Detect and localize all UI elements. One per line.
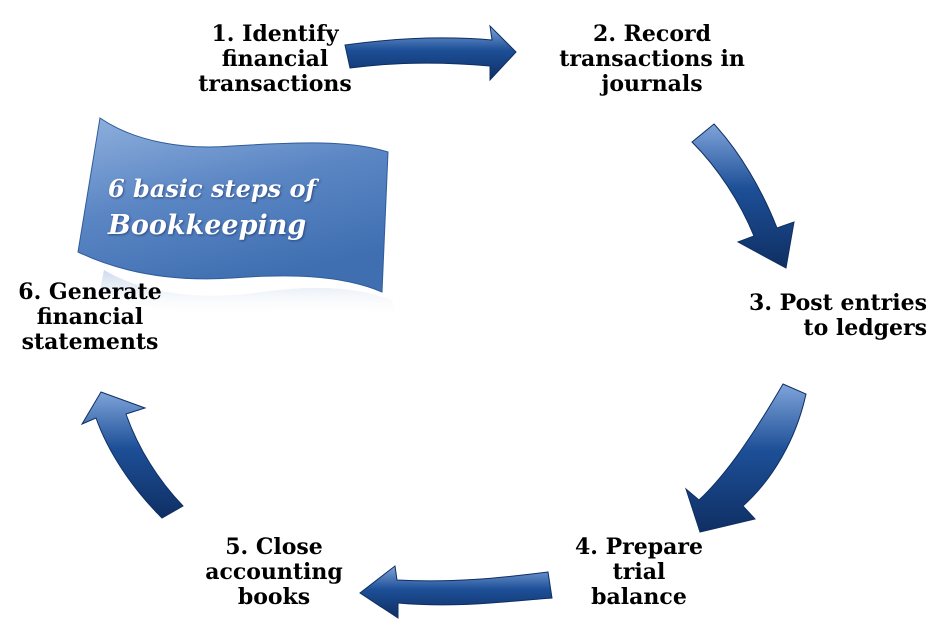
step-6-label: 6. Generate financial statements — [4, 280, 176, 355]
arrow-5-to-6 — [80, 391, 184, 519]
step-5-line-1: 5. Close — [225, 534, 323, 560]
step-3-line-2: to ledgers — [803, 315, 927, 341]
arrow-3-to-4 — [684, 383, 807, 533]
step-1-line-3: transactions — [198, 71, 352, 97]
step-6-line-1: 6. Generate — [18, 279, 162, 305]
step-4-line-1: 4. Prepare — [575, 534, 703, 560]
step-5-label: 5. Close accounting books — [190, 535, 358, 610]
step-3-label: 3. Post entries to ledgers — [722, 291, 927, 341]
step-2-label: 2. Record transactions in journals — [548, 22, 756, 97]
step-4-label: 4. Prepare trial balance — [560, 535, 718, 610]
banner-title-line-2: Bookkeeping — [108, 210, 307, 241]
step-1-line-2: financial — [221, 46, 329, 72]
arrow-2-to-3 — [691, 123, 795, 269]
arrow-1-to-2 — [344, 24, 517, 82]
step-4-line-2: trial — [612, 559, 666, 585]
step-5-line-3: books — [237, 584, 311, 610]
step-3-line-1: 3. Post entries — [749, 290, 927, 316]
step-1-line-1: 1. Identify — [211, 21, 339, 47]
step-6-line-3: statements — [21, 329, 159, 355]
step-2-line-2: transactions in — [559, 46, 745, 72]
banner-flag — [77, 117, 398, 318]
step-1-label: 1. Identify financial transactions — [190, 22, 360, 97]
step-4-line-3: balance — [591, 584, 687, 610]
step-6-line-2: financial — [36, 304, 144, 330]
step-2-line-1: 2. Record — [593, 21, 711, 47]
step-5-line-2: accounting — [205, 559, 343, 585]
arrow-4-to-5 — [359, 565, 553, 619]
step-2-line-3: journals — [601, 71, 703, 97]
banner-title-line-1: 6 basic steps of — [108, 174, 316, 203]
